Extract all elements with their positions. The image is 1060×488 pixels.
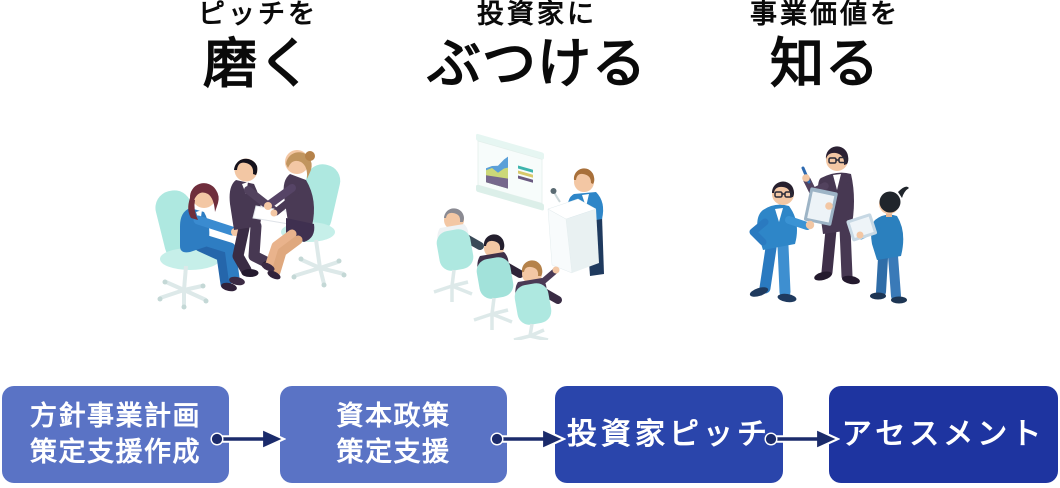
column-heading-2: 投資家に ぶつける (397, 0, 677, 95)
standing-assessment-illustration (749, 146, 909, 304)
person-blue-suit (180, 183, 245, 292)
flow-arrow-icon (210, 427, 286, 451)
screen-area-chart (486, 156, 533, 189)
heading-small-3: 事業価値を (750, 0, 900, 30)
clipboard (803, 187, 838, 226)
heading-small-1: ピッチを (198, 0, 318, 30)
podium (547, 188, 599, 274)
investor-presentation-illustration (433, 133, 604, 340)
flow-step-4: アセスメント (829, 386, 1058, 483)
audience-member (473, 234, 524, 330)
glasses-icon (774, 191, 793, 198)
flow-step-1-line-2: 策定支援作成 (30, 436, 201, 468)
flow-step-3-line-1: 投資家ピッチ (567, 416, 771, 452)
flow-step-2-line-2: 策定支援 (336, 436, 451, 468)
flow-arrow-icon (490, 427, 566, 451)
flow-step-3: 投資家ピッチ (555, 386, 783, 483)
flow-arrow-icon (764, 427, 840, 451)
flow-step-2: 資本政策 策定支援 (280, 386, 507, 483)
projection-screen (476, 133, 544, 211)
heading-large-1: 磨く (203, 31, 313, 95)
person-blue-back (846, 186, 909, 304)
person-plum-suit (261, 150, 315, 280)
person-plum-suit (801, 146, 860, 285)
clipboard (846, 213, 877, 242)
audience-member (433, 208, 484, 302)
meeting-discussion-illustration (155, 150, 347, 310)
flow-step-4-line-1: アセスメント (841, 416, 1046, 452)
flow-step-2-line-1: 資本政策 (336, 400, 451, 432)
flow-step-1: 方針事業計画 策定支援作成 (2, 386, 229, 483)
column-heading-3: 事業価値を 知る (685, 0, 965, 95)
heading-large-3: 知る (770, 31, 880, 95)
heading-small-2: 投資家に (477, 0, 597, 30)
heading-large-2: ぶつける (427, 31, 647, 95)
glasses-icon (828, 156, 847, 164)
column-heading-1: ピッチを 磨く (118, 0, 398, 95)
flow-step-1-line-1: 方針事業計画 (30, 400, 201, 432)
person-blue-suit (749, 181, 815, 303)
audience-member (513, 260, 562, 340)
